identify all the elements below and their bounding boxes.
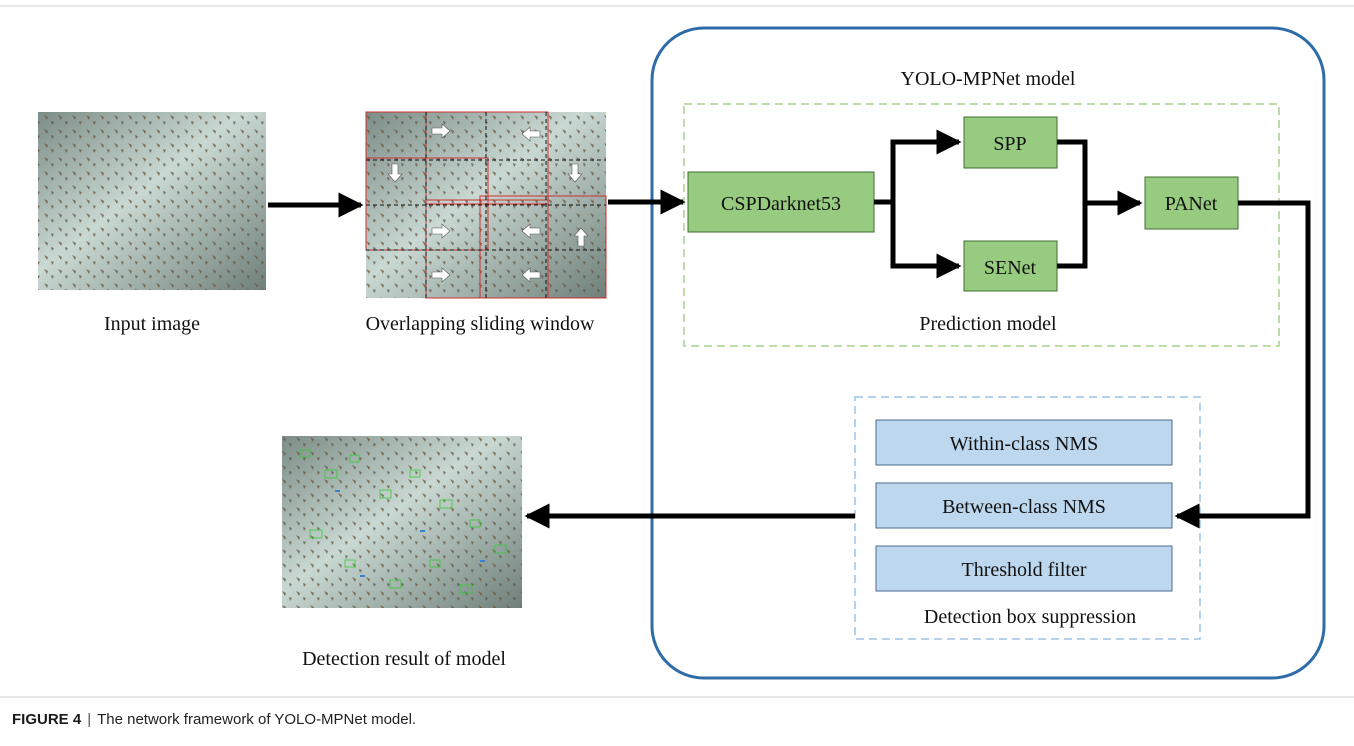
suppression-label: Detection box suppression [924,606,1136,628]
step-threshold-filter: Threshold filter [875,545,1173,592]
connectors [268,129,1311,529]
node-panet: PANet [1144,176,1239,230]
arrow-cspdarknet-to-senet [890,202,962,279]
detection-blue-marks [335,490,485,577]
detection-boxes [299,449,507,594]
sliding-window-caption: Overlapping sliding window [366,313,595,335]
yolo-mpnet-container [650,26,1326,680]
spp-label: SPP [993,133,1026,155]
figure-caption: FIGURE 4 | The network framework of YOLO-M… [12,711,416,728]
figure-caption-label: FIGURE 4 [12,711,82,728]
sliding-direction-arrows [387,123,589,283]
node-cspdarknet53: CSPDarknet53 [687,171,875,233]
step-between-class-nms: Between-class NMS [875,482,1173,529]
detection-result-caption: Detection result of model [302,648,506,670]
figure-caption-text: The network framework of YOLO-MPNet mode… [97,711,417,728]
sliding-window-black-grid [366,112,606,298]
model-title: YOLO-MPNet model [901,68,1076,90]
line-senet-merge [1057,203,1088,269]
within-class-nms-label: Within-class NMS [950,433,1099,455]
prediction-model-region [683,103,1280,347]
senet-label: SENet [984,257,1037,279]
detection-result-image [282,436,522,608]
line-spp-merge [1057,139,1088,203]
between-class-nms-label: Between-class NMS [942,496,1106,518]
figure-caption-separator: | [87,711,92,728]
input-image [38,112,266,290]
sliding-window-image [365,111,607,299]
node-senet: SENet [963,240,1058,292]
prediction-model-label: Prediction model [919,313,1057,335]
panet-label: PANet [1165,193,1218,215]
arrow-panet-to-suppression [1174,200,1311,529]
threshold-filter-label: Threshold filter [962,559,1087,581]
node-spp: SPP [963,116,1058,169]
cspdarknet53-label: CSPDarknet53 [721,193,841,215]
arrow-cspdarknet-to-spp [874,129,962,205]
input-image-caption: Input image [104,313,200,335]
step-within-class-nms: Within-class NMS [875,419,1173,466]
